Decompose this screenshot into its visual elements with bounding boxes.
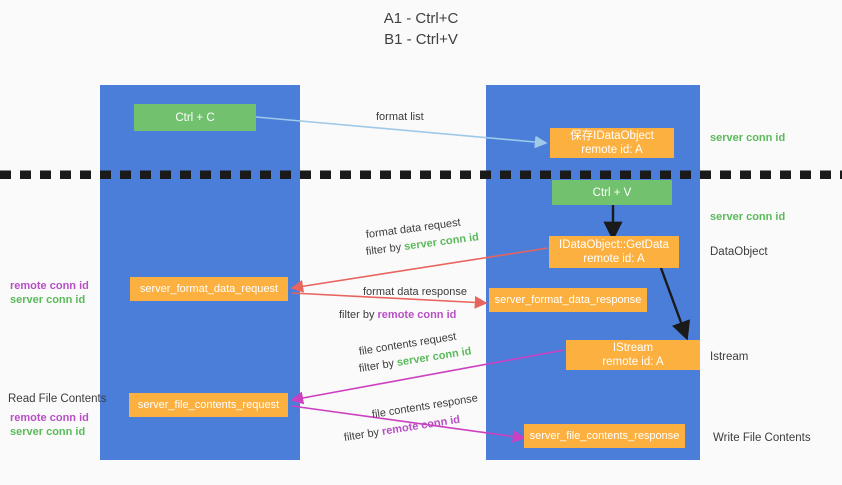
annotation-remote-conn-id-1: remote conn id	[10, 280, 89, 292]
filter-prefix: filter by	[343, 426, 383, 444]
node-ctrl-v[interactable]: Ctrl + V	[552, 180, 672, 205]
annotation-write-file-contents: Write File Contents	[713, 432, 811, 444]
annotation-server-conn-id-mid: server conn id	[710, 211, 786, 223]
filter-value-remote-conn-id: remote conn id	[377, 309, 457, 321]
edge-label-format-data-response-text: format data response	[363, 286, 467, 298]
edge-label-file-contents-response: file contents response filter by remote …	[343, 392, 479, 445]
annotation-server-conn-id-top: server conn id	[710, 132, 786, 144]
phase-divider	[0, 170, 842, 179]
node-server-file-contents-response[interactable]: server_file_contents_response	[524, 424, 685, 448]
node-server-file-contents-request[interactable]: server_file_contents_request	[129, 393, 288, 417]
filter-prefix: filter by	[365, 241, 405, 258]
node-idataobject[interactable]: 保存IDataObject remote id: A	[550, 128, 674, 158]
annotation-server-conn-id-2: server conn id	[10, 426, 86, 438]
annotation-read-file-contents: Read File Contents	[8, 393, 107, 405]
node-ctrl-c[interactable]: Ctrl + C	[134, 104, 256, 131]
annotation-server-conn-id-1: server conn id	[10, 294, 86, 306]
edge-label-format-list: format list	[376, 111, 424, 123]
node-istream[interactable]: IStream remote id: A	[566, 340, 700, 370]
filter-prefix: filter by	[358, 357, 398, 375]
node-server-format-data-request[interactable]: server_format_data_request	[130, 277, 288, 301]
edge-label-format-data-request: format data request filter by server con…	[365, 217, 480, 259]
edge-label-file-contents-request: file contents request filter by server c…	[358, 331, 473, 376]
node-idataobject-getdata[interactable]: IDataObject::GetData remote id: A	[549, 236, 679, 268]
annotation-istream: Istream	[710, 351, 749, 363]
filter-prefix: filter by	[339, 309, 378, 321]
node-server-format-data-response[interactable]: server_format_data_response	[489, 288, 647, 312]
edge-label-format-data-response: format data response filter by remote co…	[339, 285, 467, 322]
annotation-dataobject: DataObject	[710, 246, 768, 258]
page-title: A1 - Ctrl+C B1 - Ctrl+V	[383, 10, 459, 48]
annotation-remote-conn-id-2: remote conn id	[10, 412, 89, 424]
edge-label-format-data-response-filter: filter by remote conn id	[339, 308, 467, 322]
